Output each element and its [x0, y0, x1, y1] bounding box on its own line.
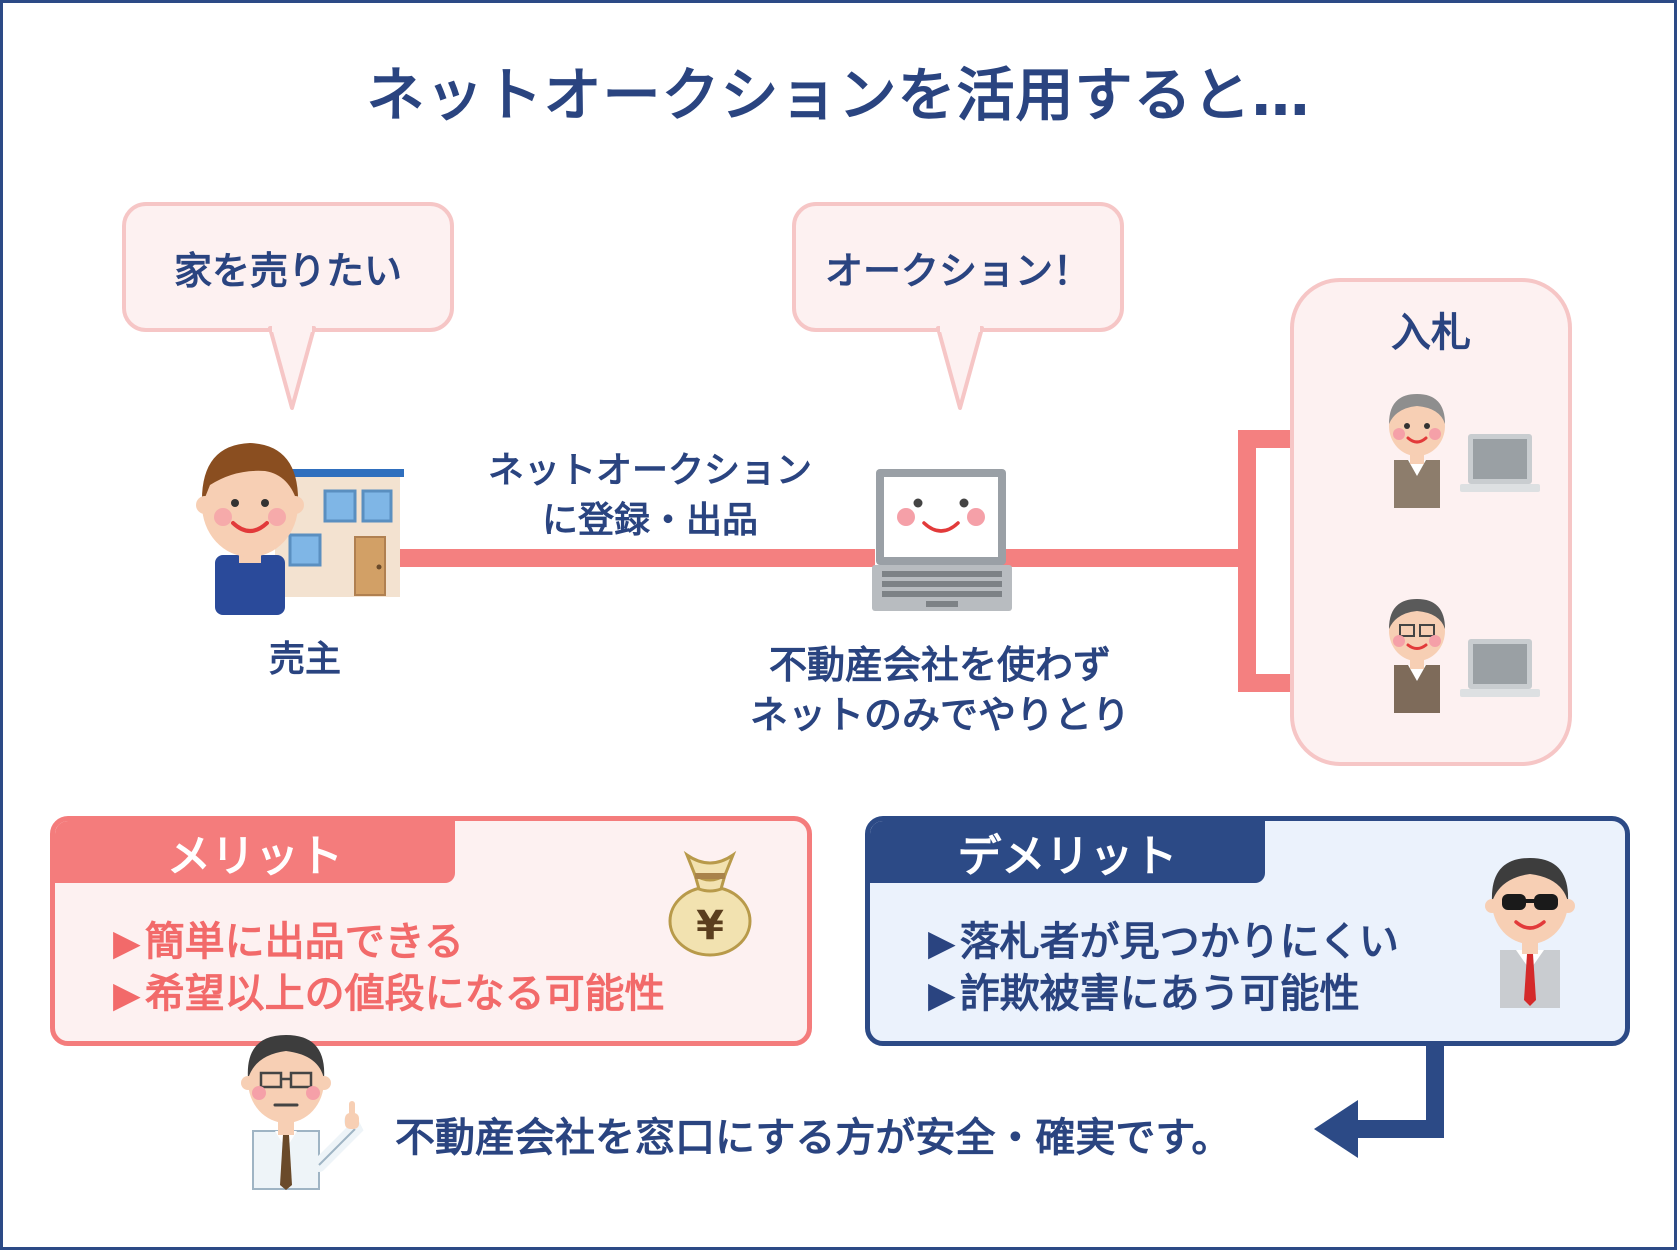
bidders-branch-vertical — [1238, 430, 1256, 692]
auction-bubble-tail — [936, 326, 984, 410]
register-label-line2: に登録・出品 — [541, 500, 758, 541]
auction-bubble-text: オークション！ — [824, 248, 1091, 293]
bidder-1-icon — [1389, 394, 1540, 508]
page-title: ネットオークションを活用すると… — [366, 61, 1311, 129]
demerit-card: デメリット ▶落札者が見つかりにくい ▶詐欺被害にあう可能性 — [865, 816, 1630, 1046]
man-with-glasses-icon — [1389, 599, 1445, 713]
bidder-2-laptop-icon — [1460, 639, 1540, 697]
bidder-1-laptop-icon — [1460, 434, 1540, 492]
register-label-line1: ネットオークション — [487, 450, 812, 491]
auction-speech-bubble: オークション！ — [792, 202, 1124, 332]
older-man-icon — [1389, 394, 1445, 508]
seller-to-laptop-line — [395, 549, 875, 567]
no-agent-note: 不動産会社を使わず ネットのみでやりとり — [700, 640, 1180, 740]
scammer-man-icon — [1485, 858, 1575, 1008]
seller-label: 売主 — [268, 639, 341, 680]
seller-speech-bubble: 家を売りたい — [122, 202, 454, 332]
conclusion-text: 不動産会社を窓口にする方が安全・確実です。 — [395, 1115, 1232, 1161]
merit-bullet-1: ▶ — [113, 923, 141, 964]
demerit-item-1: ▶落札者が見つかりにくい — [928, 909, 1399, 967]
seller-person-icon — [196, 443, 304, 615]
merit-item-1-text: 簡単に出品できる — [144, 919, 464, 965]
bidding-label: 入札 — [1391, 310, 1471, 356]
seller-illustration — [196, 443, 404, 615]
register-label: ネットオークション に登録・出品 — [450, 446, 850, 546]
no-agent-note-line2: ネットのみでやりとり — [749, 693, 1130, 737]
money-bag-icon: ¥ — [668, 850, 752, 957]
merit-heading: メリット — [55, 821, 455, 883]
demerit-bullet-1: ▶ — [928, 923, 956, 964]
conclusion-arrow — [1314, 1046, 1444, 1158]
laptop-to-bidders-line — [1000, 549, 1245, 567]
demerit-item-2: ▶詐欺被害にあう可能性 — [928, 961, 1360, 1019]
seller-bubble-tail — [268, 326, 316, 410]
merit-item-2: ▶希望以上の値段になる可能性 — [113, 961, 665, 1019]
seller-bubble-text: 家を売りたい — [173, 248, 402, 293]
merit-item-1: ▶簡単に出品できる — [113, 909, 464, 967]
merit-card: メリット ▶簡単に出品できる ▶希望以上の値段になる可能性 — [50, 816, 812, 1046]
merit-bullet-2: ▶ — [113, 975, 141, 1016]
demerit-bullet-2: ▶ — [928, 975, 956, 1016]
bidder-2-icon — [1389, 599, 1540, 713]
advisor-man-icon — [241, 1035, 364, 1190]
demerit-heading: デメリット — [870, 821, 1265, 883]
merit-item-2-text: 希望以上の値段になる可能性 — [144, 971, 665, 1017]
svg-text:¥: ¥ — [696, 903, 724, 949]
demerit-item-2-text: 詐欺被害にあう可能性 — [959, 971, 1360, 1017]
no-agent-note-line1: 不動産会社を使わず — [768, 643, 1111, 687]
demerit-item-1-text: 落札者が見つかりにくい — [959, 919, 1399, 965]
laptop-face-icon — [872, 469, 1012, 611]
